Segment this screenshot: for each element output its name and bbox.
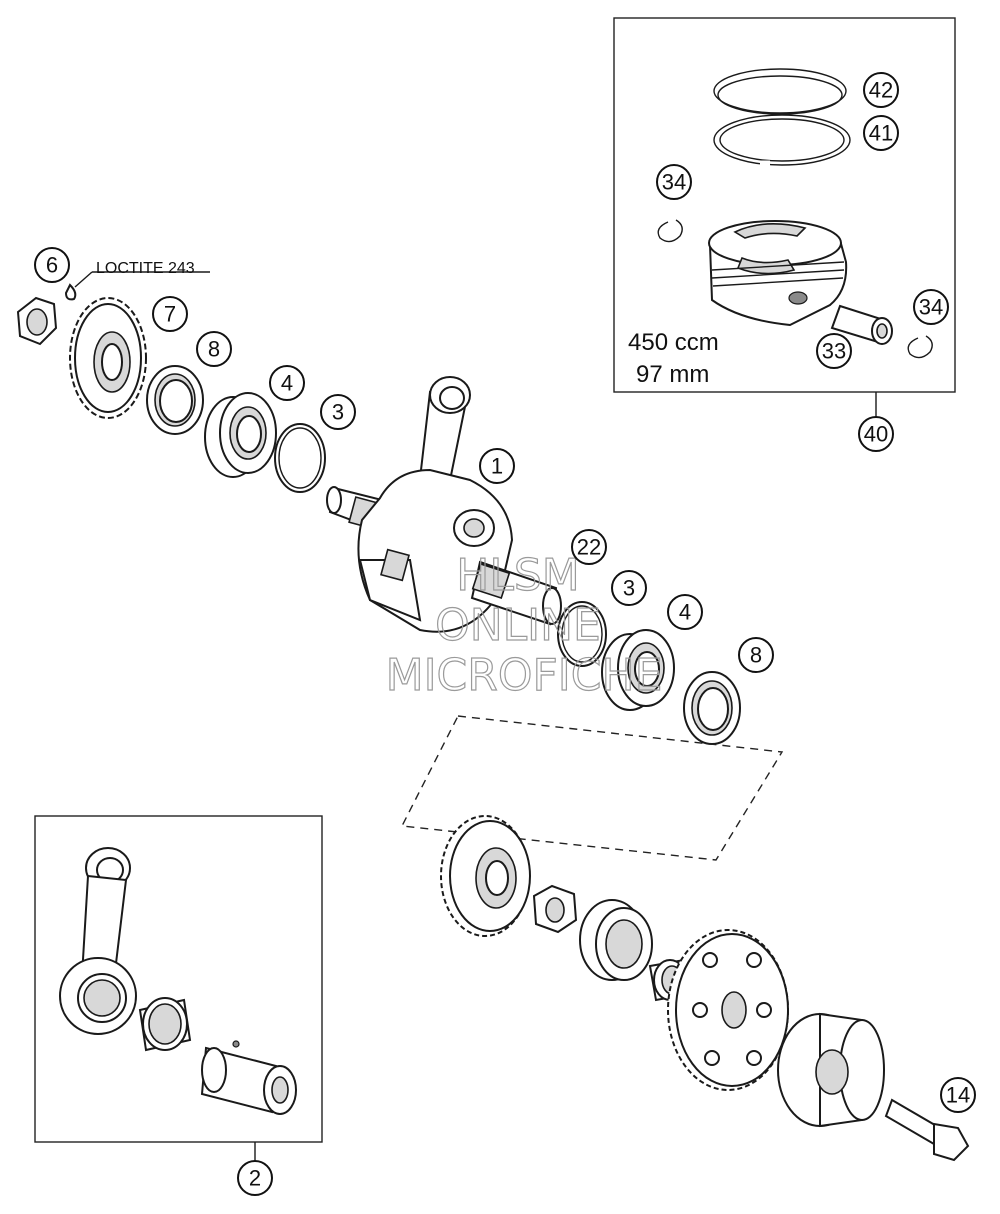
crank-pin xyxy=(200,1040,297,1115)
starter-gear xyxy=(667,929,789,1091)
oil-seal-right xyxy=(683,671,741,745)
piston-ring-42 xyxy=(713,68,847,115)
svg-text:14: 14 xyxy=(946,1083,970,1108)
conrod-bearing-sleeve xyxy=(138,997,192,1052)
circlip-34-left xyxy=(657,219,683,243)
callout-6[interactable]: 6 xyxy=(34,247,70,283)
callout-42[interactable]: 42 xyxy=(863,72,899,108)
woodruff-key xyxy=(64,283,77,301)
watermark-line2: ONLINE xyxy=(435,600,601,651)
callout-8-upper[interactable]: 8 xyxy=(196,331,232,367)
svg-text:34: 34 xyxy=(662,170,686,195)
hex-nut xyxy=(16,296,58,346)
loctite-note: LOCTITE 243 xyxy=(96,260,195,277)
callout-40[interactable]: 40 xyxy=(858,416,894,452)
connecting-rod xyxy=(59,847,137,1035)
ball-bearing-left xyxy=(204,392,277,478)
svg-text:22: 22 xyxy=(577,535,601,560)
balancer-drive-gear xyxy=(440,815,531,937)
callout-22[interactable]: 22 xyxy=(571,529,607,565)
primary-gear xyxy=(69,297,147,419)
svg-text:8: 8 xyxy=(750,643,762,668)
flange-bolt-14 xyxy=(884,1098,970,1162)
piston xyxy=(708,220,848,327)
piston-volume-note: 450 ccm xyxy=(628,329,719,356)
callout-4-lower[interactable]: 4 xyxy=(667,594,703,630)
svg-text:7: 7 xyxy=(164,302,176,327)
conrod-kit-frame xyxy=(34,815,323,1143)
svg-text:4: 4 xyxy=(281,371,293,396)
callout-2[interactable]: 2 xyxy=(237,1160,273,1196)
shim-ring-right xyxy=(557,601,607,667)
piston-kit-frame xyxy=(613,17,956,393)
lower-seal-ring xyxy=(579,899,653,981)
svg-text:40: 40 xyxy=(864,422,888,447)
callout-1[interactable]: 1 xyxy=(479,448,515,484)
piston-bore-note: 97 mm xyxy=(636,361,709,388)
svg-text:1: 1 xyxy=(491,454,503,479)
watermark-line1: HLSM xyxy=(456,550,580,601)
svg-text:33: 33 xyxy=(822,339,846,364)
callout-34-right[interactable]: 34 xyxy=(913,289,949,325)
freewheel-housing xyxy=(777,1012,885,1128)
svg-text:42: 42 xyxy=(869,78,893,103)
svg-text:34: 34 xyxy=(919,295,943,320)
callout-7[interactable]: 7 xyxy=(152,296,188,332)
watermark-line3: MICROFICHE xyxy=(386,650,663,701)
crankshaft xyxy=(326,376,562,633)
piston-ring-41 xyxy=(713,114,851,166)
dashed-reference-box xyxy=(400,715,784,861)
ball-bearing-right xyxy=(601,629,675,711)
svg-text:3: 3 xyxy=(332,400,344,425)
piston-pin xyxy=(830,304,893,345)
callout-3-lower[interactable]: 3 xyxy=(611,570,647,606)
svg-text:8: 8 xyxy=(208,337,220,362)
callout-4-upper[interactable]: 4 xyxy=(269,365,305,401)
circlip-34-right xyxy=(907,335,933,359)
svg-text:3: 3 xyxy=(623,576,635,601)
callout-8-lower[interactable]: 8 xyxy=(738,637,774,673)
svg-text:4: 4 xyxy=(679,600,691,625)
svg-text:6: 6 xyxy=(46,253,58,278)
svg-text:2: 2 xyxy=(249,1166,261,1191)
callout-14[interactable]: 14 xyxy=(940,1077,976,1113)
oil-seal-left xyxy=(146,365,204,435)
callout-3-upper[interactable]: 3 xyxy=(320,394,356,430)
callout-33[interactable]: 33 xyxy=(816,333,852,369)
svg-text:41: 41 xyxy=(869,121,893,146)
shim-ring-left xyxy=(274,423,326,493)
lower-hex-nut xyxy=(532,884,578,934)
callout-41[interactable]: 41 xyxy=(863,115,899,151)
callout-34-left[interactable]: 34 xyxy=(656,164,692,200)
